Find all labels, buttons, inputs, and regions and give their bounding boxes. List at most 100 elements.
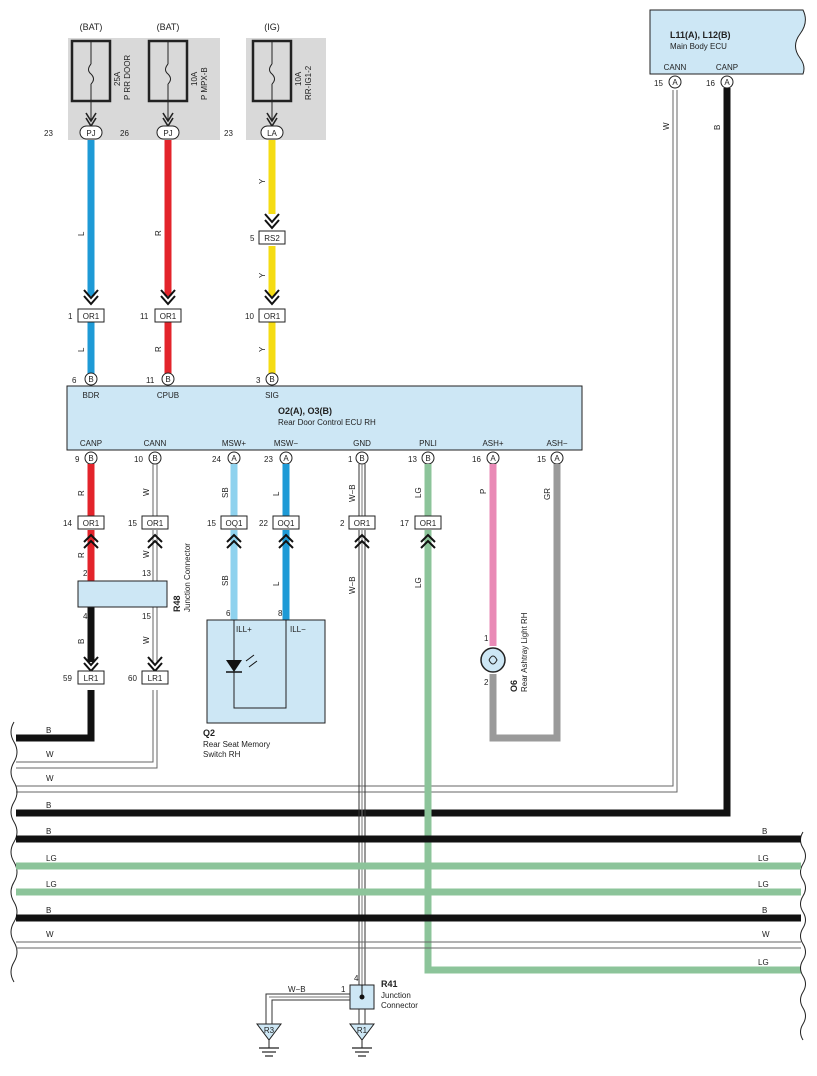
fuse-conn-2: PJ: [163, 129, 172, 138]
rs2-num: 5: [250, 234, 255, 243]
rear-ecu-bottom-conn-8: A: [554, 454, 560, 463]
r41-pin-4: 4: [354, 974, 359, 983]
wire-label-y-1: Y: [258, 178, 267, 184]
harness-right-label-4: B: [762, 906, 767, 915]
r48-id: R48: [172, 595, 182, 612]
junction-connector-r48: 2 13 4 15 R48 Junction Connector: [77, 543, 192, 621]
rear-ecu-top-pin-label-2: CPUB: [157, 391, 179, 400]
fuse-rating-1: 25A: [113, 71, 122, 86]
o6-name: Rear Ashtray Light RH: [520, 612, 529, 692]
rear-ecu-top-pin-num-2: 11: [146, 376, 155, 385]
rear-ecu-bottom-num-5: 1: [348, 455, 353, 464]
rear-ecu-bottom-label-5: GND: [353, 439, 371, 448]
r48-pin-2: 2: [83, 569, 88, 578]
fuse-source-1: (BAT): [80, 22, 103, 32]
lr1-name-1: LR1: [84, 674, 99, 683]
main-ecu-pin2-conn: A: [724, 78, 730, 87]
wire-label-l-3: L: [272, 491, 281, 496]
rs2-name: RS2: [264, 234, 280, 243]
harness-left-label-1: B: [46, 726, 51, 735]
rear-ecu-bottom-label-1: CANP: [80, 439, 102, 448]
wire-label-r-3: R: [77, 490, 86, 496]
rear-ecu-bottom-conn-2: B: [152, 454, 157, 463]
wire-label-l-4: L: [272, 581, 281, 586]
rear-ecu-top-pin-conn-2: B: [165, 375, 170, 384]
wire-label-w-3: W: [142, 636, 151, 644]
harness-right-label-6: LG: [758, 958, 769, 967]
rear-ecu-bottom-num-3: 24: [212, 455, 221, 464]
rear-ecu-bottom-conn-1: B: [88, 454, 93, 463]
rear-ecu-bottom-pins: 9 B 10 B 24 A 23 A 1 B 13 B 16 A 15 A: [75, 451, 564, 465]
rear-ecu-name: Rear Door Control ECU RH: [278, 418, 376, 427]
rear-ecu-bottom-conn-6: B: [425, 454, 430, 463]
rear-ecu-bottom-label-3: MSW+: [222, 439, 247, 448]
wire-label-l-2: L: [77, 347, 86, 352]
fuse-name-2: P MPX-B: [200, 67, 209, 100]
rear-ecu-bottom-label-7: ASH+: [482, 439, 503, 448]
fuse-name-3: RR-IG1-2: [304, 65, 313, 100]
bottom-conn-num-3: 15: [207, 519, 216, 528]
fuse-conn-1: PJ: [86, 129, 95, 138]
wire-label-w-2: W: [142, 550, 151, 558]
harness-left-label-7: LG: [46, 880, 57, 889]
or1-top-num-3: 10: [245, 312, 254, 321]
ground-r1-label: R1: [357, 1026, 368, 1035]
wire-label-p: P: [479, 489, 488, 494]
fuse-source-3: (IG): [264, 22, 280, 32]
lr1-name-2: LR1: [148, 674, 163, 683]
rear-ecu-bottom-conn-4: A: [283, 454, 289, 463]
wire-label-y-2: Y: [258, 272, 267, 278]
wire-label-wb-2: W−B: [348, 576, 357, 594]
rear-ecu-bottom-num-2: 10: [134, 455, 143, 464]
o6-id: O6: [509, 680, 519, 692]
main-ecu-name: Main Body ECU: [670, 42, 727, 51]
fuse-pin-1: 23: [44, 129, 53, 138]
bottom-connectors: 14 OR1 15 OR1 15 OQ1 22 OQ1 2 OR1 17 OR1: [63, 515, 442, 530]
harness-right-label-2: LG: [758, 854, 769, 863]
rear-ecu-top-pin-num-1: 6: [72, 376, 77, 385]
rear-ecu-bottom-conn-3: A: [231, 454, 237, 463]
harness-left-label-3: W: [46, 774, 54, 783]
q2-name-line1: Rear Seat Memory: [203, 740, 270, 749]
bottom-conn-num-1: 14: [63, 519, 72, 528]
fuse-p-rr-door: (BAT) 25A P RR DOOR 23 PJ: [44, 22, 132, 140]
or1-top-name-1: OR1: [83, 312, 100, 321]
fuse-name-1: P RR DOOR: [123, 55, 132, 100]
bottom-conn-num-2: 15: [128, 519, 137, 528]
rear-ecu-top-pin-label-3: SIG: [265, 391, 279, 400]
rear-ecu-bottom-label-4: MSW−: [274, 439, 299, 448]
rear-ecu-bottom-num-7: 16: [472, 455, 481, 464]
rear-ecu-bottom-label-6: PNLI: [419, 439, 437, 448]
o6-pin-2: 2: [484, 678, 489, 687]
rear-door-control-ecu: 6 B BDR 11 B CPUB 3 B SIG O2(A), O3(B) R…: [66, 372, 583, 465]
main-ecu-pin1-num: 15: [654, 79, 663, 88]
wire-label-wb-1: W−B: [348, 484, 357, 502]
rear-ecu-top-pin-conn-1: B: [88, 375, 93, 384]
ground-r3: R3: [256, 1023, 282, 1057]
wire-label-w-1: W: [142, 488, 151, 496]
fuse-rr-ig1-2: (IG) 10A RR-IG1-2 23 LA: [224, 22, 313, 140]
r41-pin-1: 1: [341, 985, 346, 994]
wire-label-sb-1: SB: [221, 487, 230, 498]
bottom-conn-name-5: OR1: [354, 519, 371, 528]
wire-label-w-main: W: [662, 122, 671, 130]
ground-r1: R1: [349, 1023, 375, 1057]
wire-label-lg-2: LG: [414, 577, 423, 588]
rear-ecu-bottom-label-8: ASH−: [546, 439, 567, 448]
main-ecu-id: L11(A), L12(B): [670, 30, 731, 40]
rear-ecu-bottom-num-1: 9: [75, 455, 80, 464]
r48-pin-4: 4: [83, 612, 88, 621]
lr1-connectors: 59 LR1 60 LR1: [63, 670, 169, 685]
or1-top-num-2: 11: [140, 312, 149, 321]
lr1-num-1: 59: [63, 674, 72, 683]
main-ecu-pin1-label: CANN: [664, 63, 687, 72]
rear-ashtray-light-o6: 1 2 O6 Rear Ashtray Light RH: [480, 612, 529, 692]
wire-label-lg-1: LG: [414, 487, 423, 498]
r41-name-line1: Junction: [381, 991, 411, 1000]
fuse-rating-2: 10A: [190, 71, 199, 86]
rear-ecu-bottom-num-4: 23: [264, 455, 273, 464]
q2-id: Q2: [203, 728, 215, 738]
q2-pin-8: 8: [278, 609, 283, 618]
harness-left-label-2: W: [46, 750, 54, 759]
bottom-conn-name-6: OR1: [420, 519, 437, 528]
